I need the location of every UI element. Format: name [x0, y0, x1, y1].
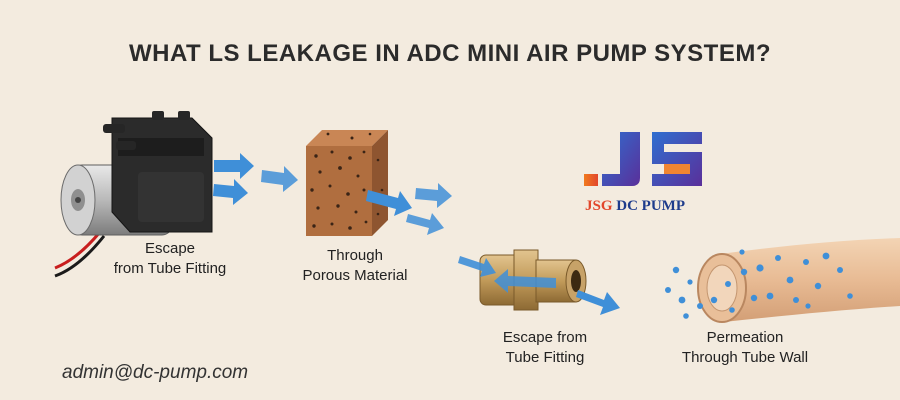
stage-label-pump: Escape from Tube Fitting [113, 240, 227, 277]
tube-wall-illustration [697, 238, 900, 323]
porous-leak-arrows [366, 183, 452, 235]
stage-label-porous: Through Porous Material [302, 247, 408, 284]
jsg-logo-mark [584, 132, 702, 186]
porous-material-block [306, 130, 388, 236]
mini-air-pump-illustration [54, 111, 213, 278]
pump-leak-arrows [213, 153, 298, 205]
permeation-dots [665, 249, 853, 319]
fitting-leak-arrows [458, 256, 620, 315]
brand-name-jsg: JSG [585, 198, 613, 214]
page-title: WHAT LS LEAKAGE IN ADC MINI AIR PUMP SYS… [128, 40, 771, 67]
contact-email[interactable]: admin@dc-pump.com [62, 362, 249, 383]
stage-label-fitting: Escape from Tube Fitting [502, 329, 588, 366]
stage-label-permeation: Permeation Through Tube Wall [681, 329, 809, 366]
brand-name-pump: DC PUMP [616, 198, 685, 214]
brand-name: JSG DC PUMP [585, 198, 685, 215]
